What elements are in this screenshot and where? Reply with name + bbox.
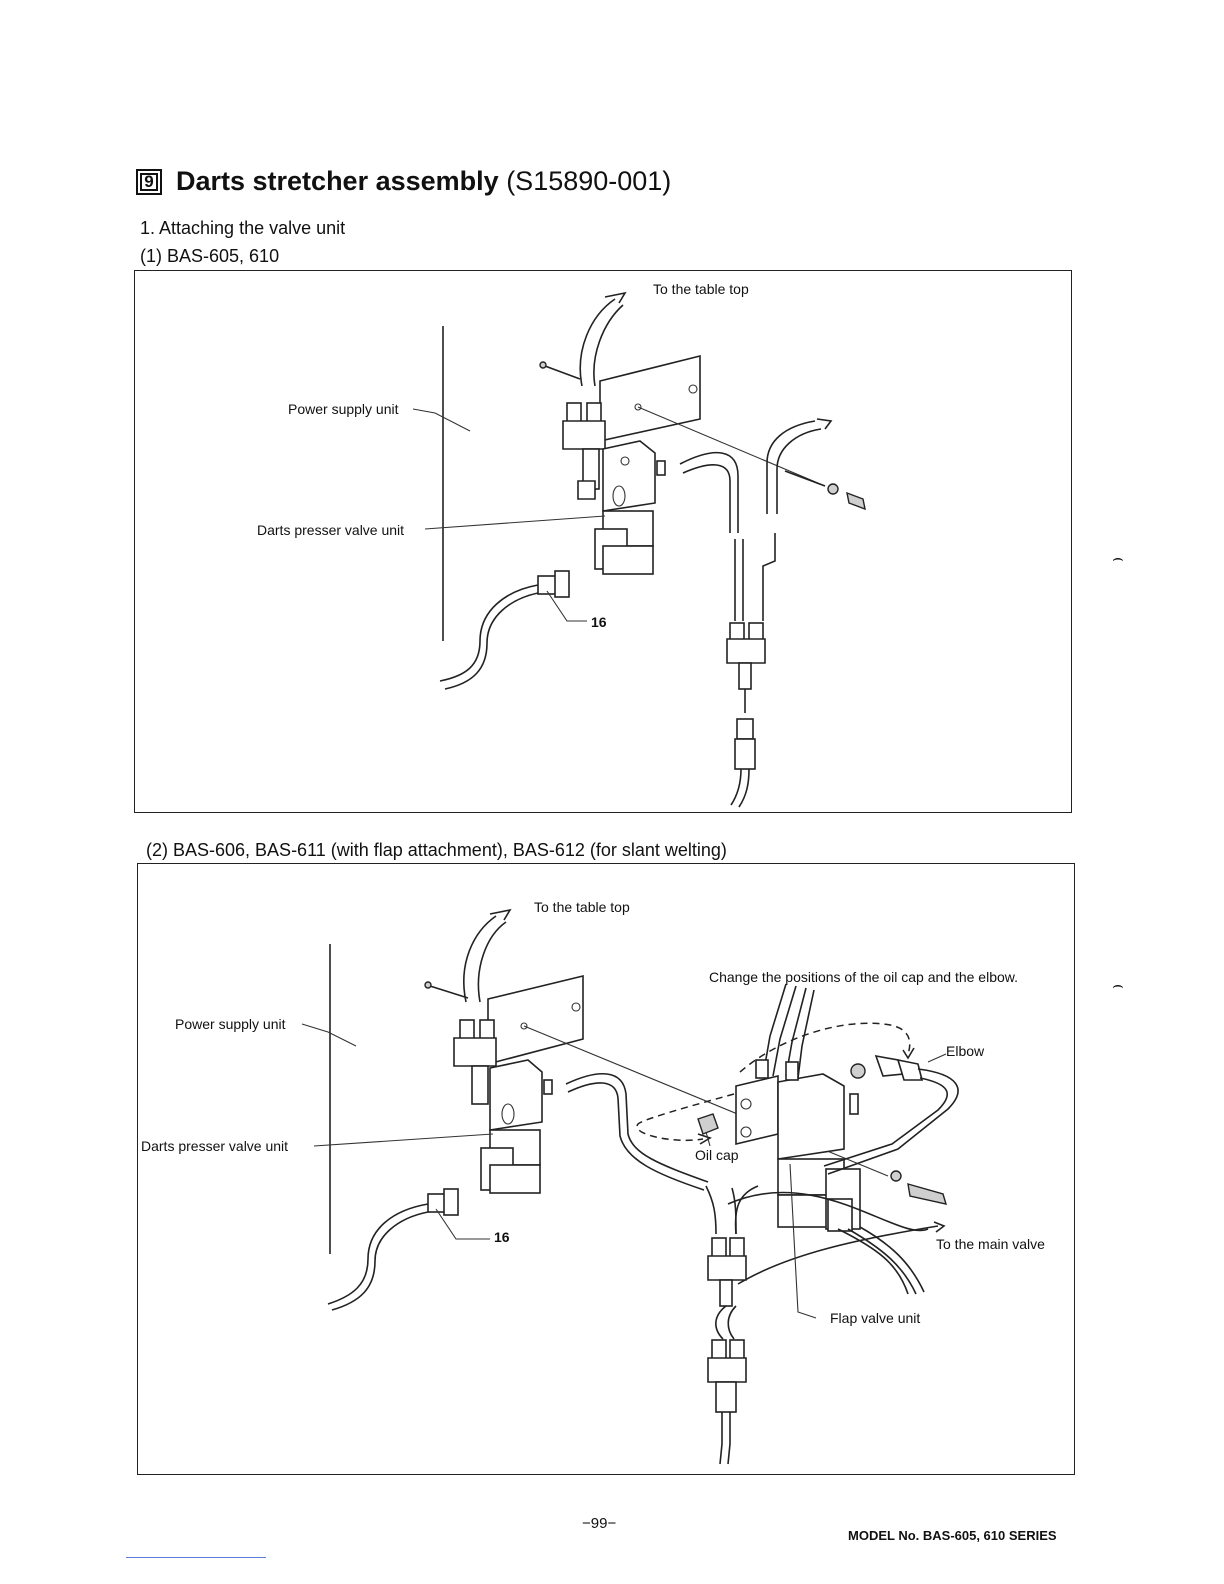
- section-title: Darts stretcher assembly: [176, 166, 499, 196]
- to-main-valve-label: To the main valve: [936, 1236, 1045, 1252]
- oil-cap-label: Oil cap: [695, 1147, 739, 1163]
- step-1-title: 1. Attaching the valve unit: [140, 218, 346, 238]
- sub-step-1-title: (1) BAS-605, 610: [140, 246, 280, 266]
- footer-divider: [126, 1557, 266, 1558]
- ref-16-label: 16: [591, 614, 607, 630]
- section-heading: 9 Darts stretcher assembly (S15890-001): [136, 166, 671, 197]
- section-part-number: (S15890-001): [506, 166, 672, 196]
- revision-mark-icon: ⌢: [1112, 548, 1124, 568]
- figure-2-panel: To the table top Change the positions of…: [137, 863, 1075, 1475]
- elbow-label: Elbow: [946, 1043, 985, 1059]
- change-positions-note: Change the positions of the oil cap and …: [709, 969, 1018, 985]
- figure-1-panel: To the table top Power supply unit Darts…: [134, 270, 1072, 813]
- to-table-top-label-2: To the table top: [534, 899, 630, 915]
- darts-presser-valve-unit-label: Darts presser valve unit: [257, 522, 405, 538]
- flap-valve-unit-label: Flap valve unit: [830, 1310, 921, 1326]
- page-number: −99−: [582, 1515, 617, 1532]
- figure-2-drawing: [301, 908, 959, 1465]
- section-number-box: 9: [136, 169, 162, 195]
- darts-presser-valve-unit-label-2: Darts presser valve unit: [141, 1138, 289, 1154]
- figure-1-drawing: [412, 291, 866, 808]
- model-footer: MODEL No. BAS-605, 610 SERIES: [848, 1528, 1057, 1543]
- revision-mark-icon: ⌢: [1112, 975, 1124, 995]
- power-supply-unit-label-2: Power supply unit: [175, 1016, 286, 1032]
- ref-16-label-2: 16: [494, 1229, 510, 1245]
- power-supply-unit-label: Power supply unit: [288, 401, 399, 417]
- to-table-top-label: To the table top: [653, 281, 749, 297]
- sub-step-2-title: (2) BAS-606, BAS-611 (with flap attachme…: [146, 840, 727, 860]
